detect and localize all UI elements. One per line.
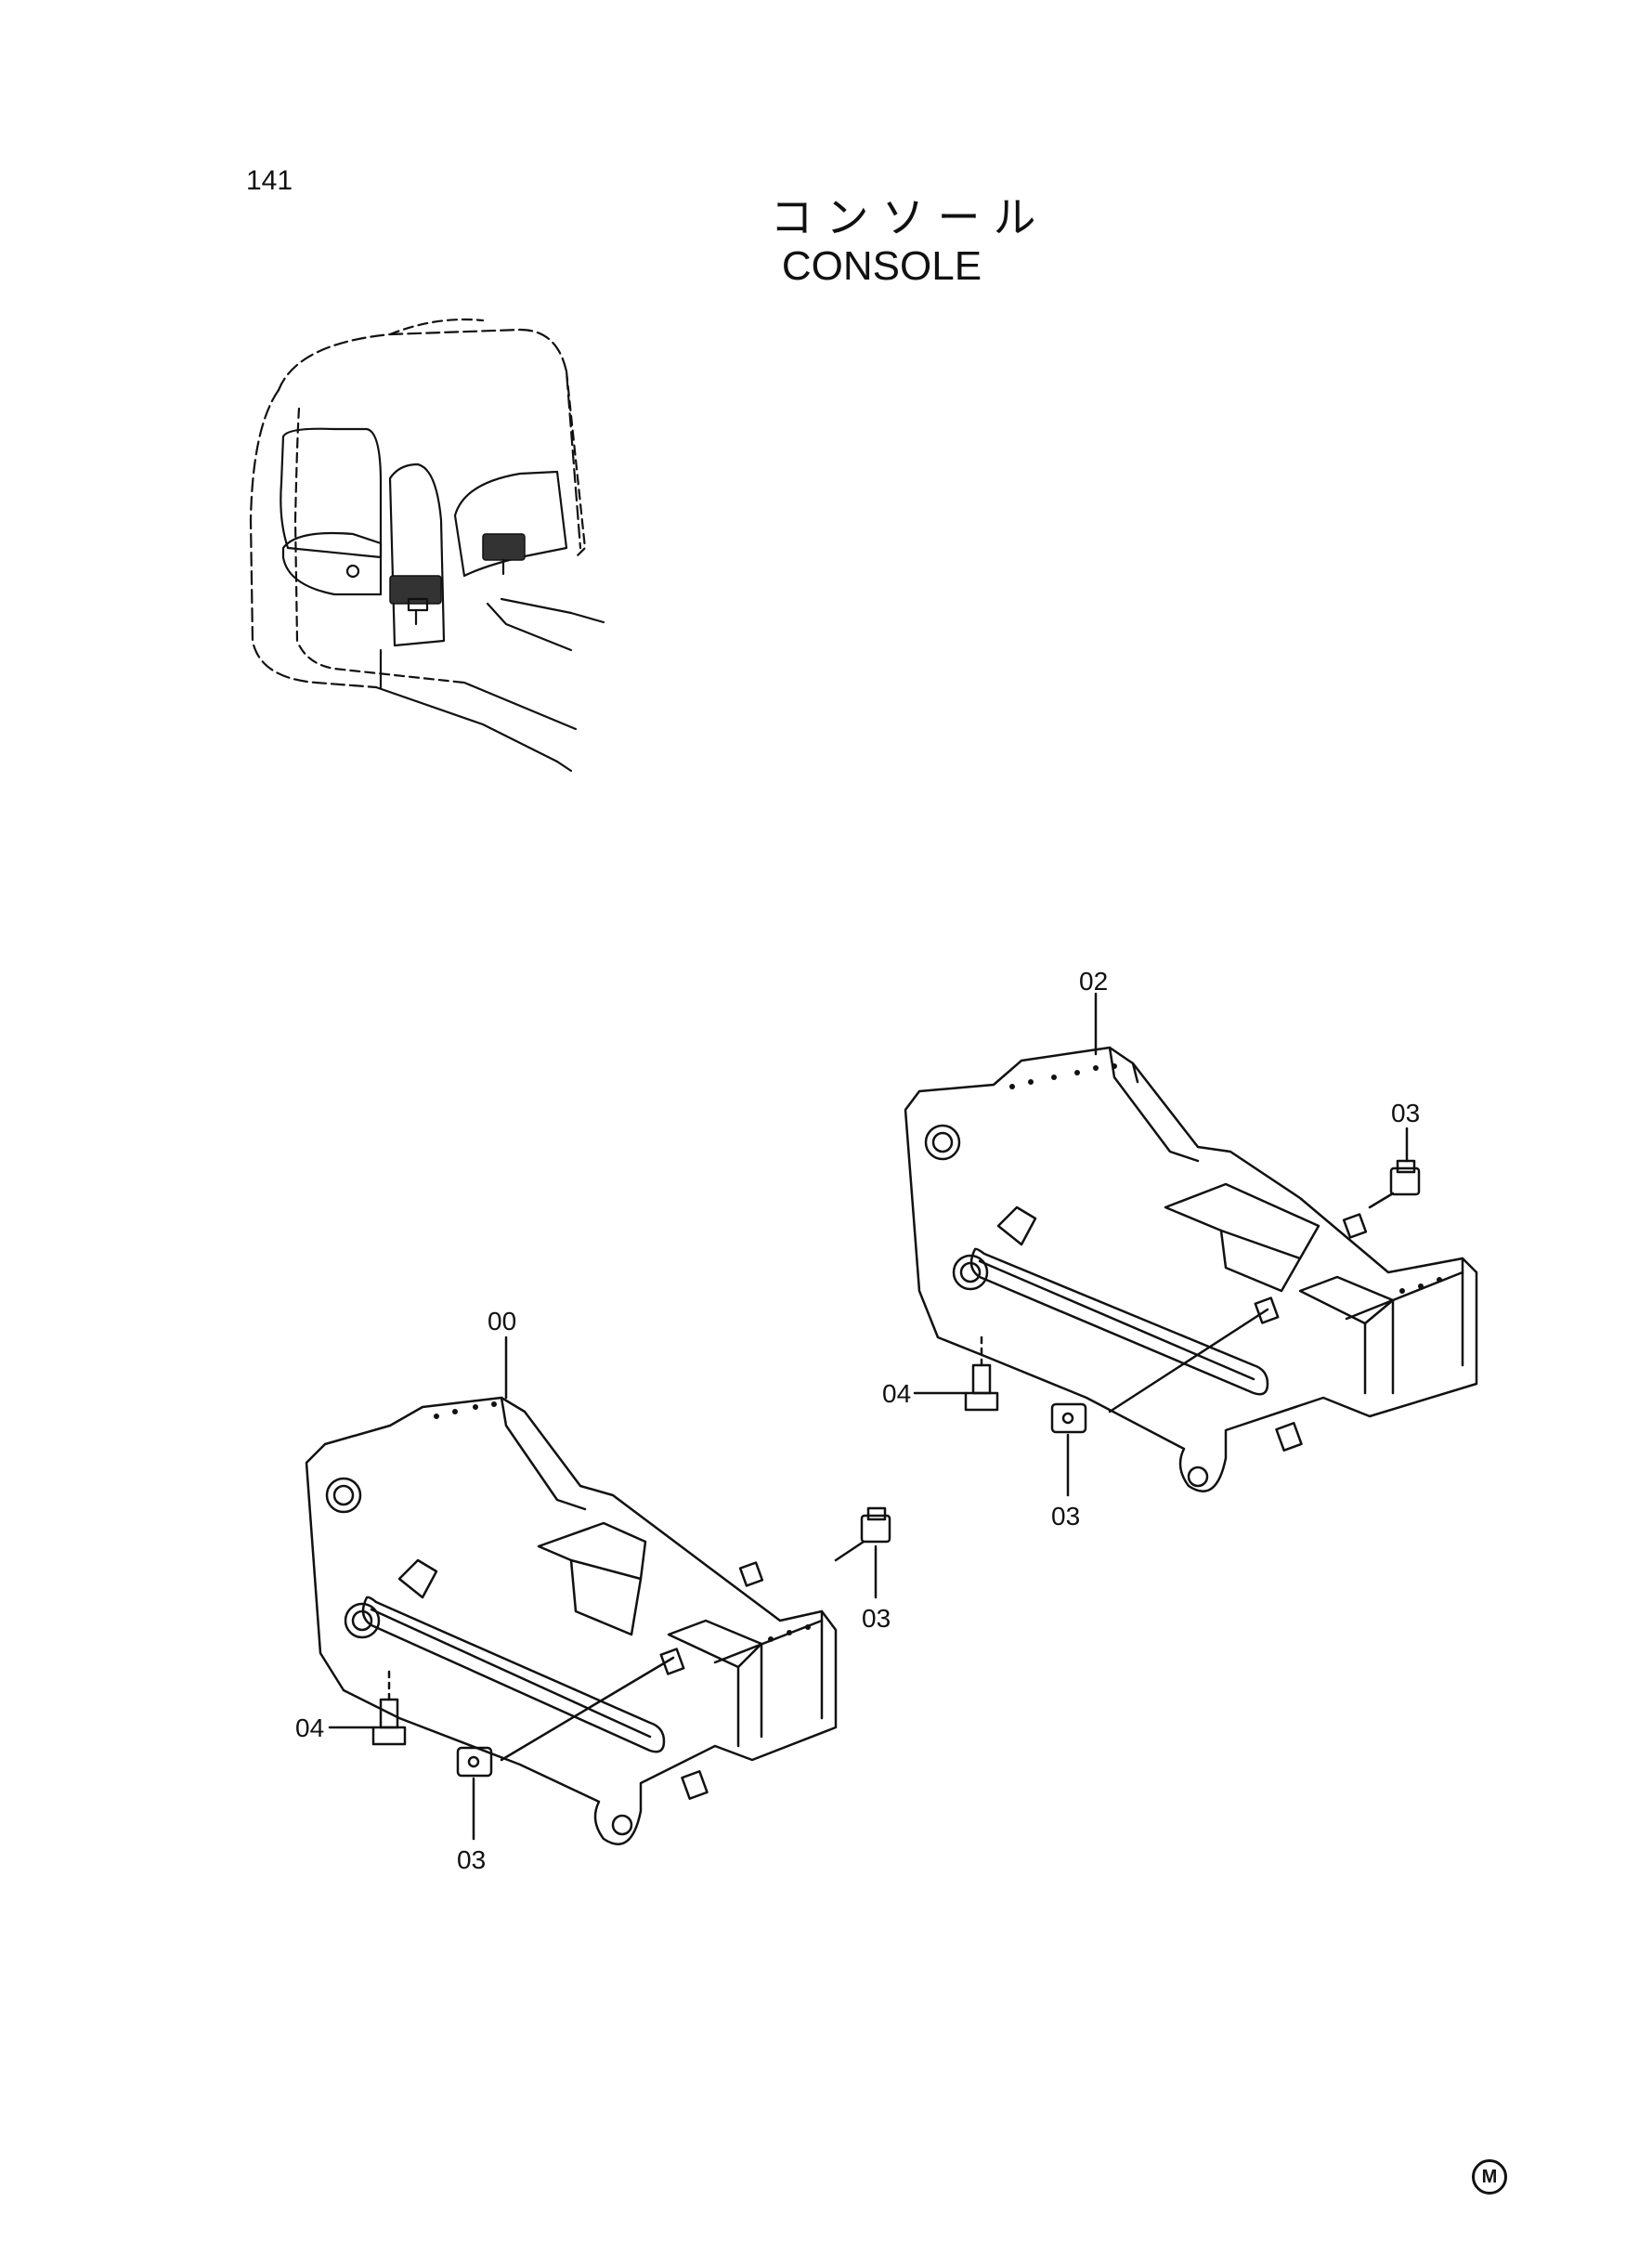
label-03-left-top: 03 bbox=[862, 1604, 891, 1633]
title-japanese: コンソール bbox=[770, 192, 1049, 242]
bolt-04-right bbox=[913, 1335, 999, 1412]
cab-locator-illustration bbox=[249, 318, 605, 773]
corner-mark-circle: M bbox=[1472, 2159, 1507, 2195]
label-03-left-bottom: 03 bbox=[457, 1845, 486, 1874]
label-03-right-bottom: 03 bbox=[1051, 1502, 1080, 1531]
label-04-left: 04 bbox=[295, 1713, 324, 1742]
title-english: CONSOLE bbox=[781, 243, 982, 289]
label-03-right-top: 03 bbox=[1391, 1099, 1420, 1127]
console-left-00 bbox=[305, 1396, 838, 1845]
clip-03-left-bottom bbox=[456, 1746, 493, 1841]
label-04-right: 04 bbox=[882, 1379, 911, 1408]
label-02: 02 bbox=[1079, 967, 1108, 996]
page-number: 141 bbox=[246, 165, 293, 196]
clip-03-right-top bbox=[1368, 1159, 1421, 1209]
console-right-02 bbox=[904, 1046, 1478, 1492]
bolt-04-left bbox=[328, 1670, 407, 1746]
label-00: 00 bbox=[488, 1307, 516, 1335]
clip-03-left-top bbox=[834, 1506, 891, 1599]
clip-03-right-bottom bbox=[1050, 1402, 1087, 1497]
